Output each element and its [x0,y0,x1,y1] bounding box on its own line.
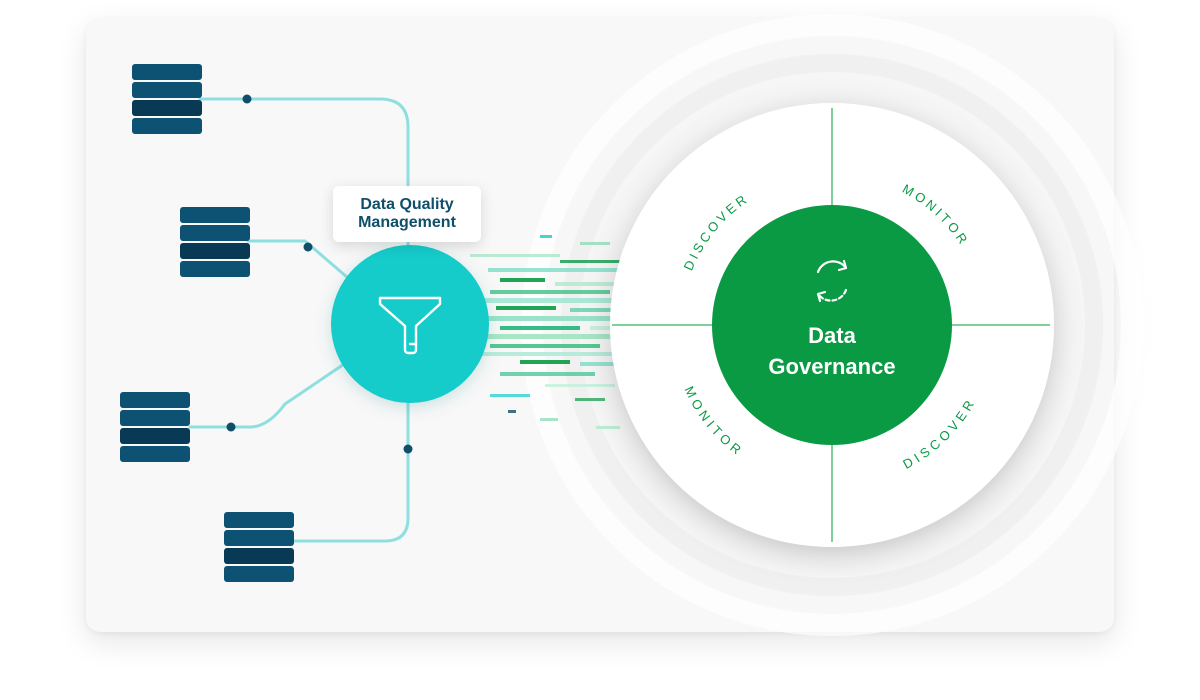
database-stack-icon [120,392,190,462]
dq-label-line1: Data Quality [360,196,454,213]
filter-circle [331,245,489,403]
database-stack-icon [132,64,202,134]
filter-funnel-icon [378,296,442,355]
database-stack-icon [180,207,250,277]
connector-dots [226,94,413,454]
governance-line1: Data [808,323,856,348]
connector-lines [188,97,410,543]
database-stack-icon [224,512,294,582]
data-quality-management-label: Data Quality Management [333,186,481,242]
governance-line2: Governance [768,354,896,379]
data-governance-title: Data Governance [724,320,940,382]
dq-label-line2: Management [358,214,456,231]
refresh-cycle-icon [816,259,848,303]
governance-circle [712,205,952,445]
data-stream [470,235,630,429]
